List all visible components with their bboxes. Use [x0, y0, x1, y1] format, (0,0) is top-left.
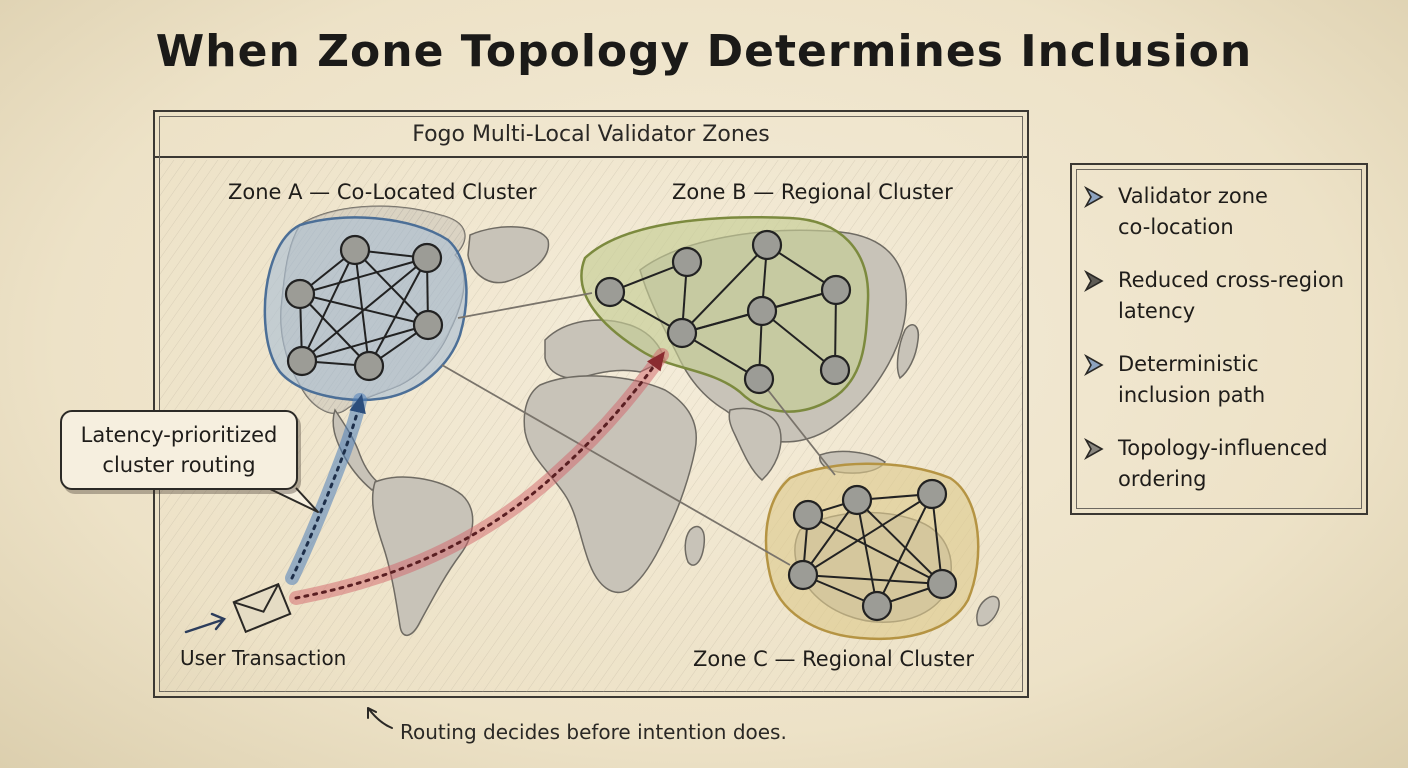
legend-item: Deterministic inclusion path: [1084, 349, 1364, 411]
zone-c-node: [926, 568, 958, 600]
zone-b-node: [743, 363, 775, 395]
zone-c-node: [916, 478, 948, 510]
zone-a-node: [353, 350, 385, 382]
zone-c-node: [841, 484, 873, 516]
zone-b-node: [819, 354, 851, 386]
zone-a-node: [412, 309, 444, 341]
legend-item-line-1: Topology-influenced: [1118, 436, 1328, 460]
zone-b-node: [820, 274, 852, 306]
zone-c-nodes: [787, 478, 958, 622]
legend-item-line-1: Reduced cross-region: [1118, 268, 1345, 292]
zone-c-node: [792, 499, 824, 531]
zone-b-label: Zone B — Regional Cluster: [672, 180, 953, 204]
triangle-bullet-icon: [1084, 353, 1104, 377]
zone-c-edges: [802, 493, 943, 607]
zone-b-node: [751, 229, 783, 261]
legend-item: Topology-influenced ordering: [1084, 433, 1364, 495]
zone-b-area: [580, 215, 870, 413]
triangle-bullet-icon: [1084, 269, 1104, 293]
africa-landmass: [523, 375, 697, 594]
footer-note: Routing decides before intention does.: [400, 720, 787, 744]
route-to-zone-b: [289, 348, 669, 605]
legend-item: Validator zone co-location: [1084, 181, 1364, 243]
callout-line-2: cluster routing: [102, 453, 256, 477]
footer-arrow-icon: [367, 707, 393, 729]
zone-c-label: Zone C — Regional Cluster: [693, 647, 974, 671]
legend-item-line-2: ordering: [1118, 467, 1207, 491]
new-zealand-landmass: [976, 595, 1000, 627]
greenland-landmass: [467, 226, 550, 284]
zone-a-nodes: [284, 234, 444, 382]
india-landmass: [728, 407, 782, 481]
zone-a-node: [411, 242, 443, 274]
legend-item: Reduced cross-region latency: [1084, 265, 1364, 327]
inter-zone-links: [441, 292, 836, 566]
page-title: When Zone Topology Determines Inclusion: [155, 26, 1253, 77]
legend-item-line-1: Deterministic: [1118, 352, 1259, 376]
zone-a-label: Zone A — Co-Located Cluster: [228, 180, 537, 204]
legend-item-line-2: inclusion path: [1118, 383, 1266, 407]
user-transaction-label: User Transaction: [180, 646, 347, 670]
zone-b-node: [594, 276, 626, 308]
triangle-bullet-icon: [1084, 185, 1104, 209]
route-to-zone-a: [285, 393, 367, 585]
madagascar-landmass: [684, 525, 706, 566]
legend-box: Validator zone co-location Reduced cross…: [1070, 163, 1368, 515]
zone-c-node: [787, 559, 819, 591]
legend-item-line-2: co-location: [1118, 215, 1234, 239]
japan-landmass: [896, 324, 920, 380]
link-b-c: [759, 379, 836, 476]
zone-a-node: [339, 234, 371, 266]
zone-a-node: [286, 345, 318, 377]
zone-c-node: [861, 590, 893, 622]
link-a-b: [457, 292, 593, 319]
envelope-icon: [232, 582, 292, 634]
zone-b-node: [671, 246, 703, 278]
arrow-icon: [184, 612, 227, 634]
zone-b-node: [746, 295, 778, 327]
triangle-bullet-icon: [1084, 437, 1104, 461]
legend-item-line-2: latency: [1118, 299, 1196, 323]
legend-item-line-1: Validator zone: [1118, 184, 1268, 208]
routing-callout: Latency-prioritized cluster routing: [60, 410, 298, 490]
callout-line-1: Latency-prioritized: [80, 423, 278, 447]
zone-a-node: [284, 278, 316, 310]
callout-tail: [267, 487, 319, 513]
zone-b-nodes: [594, 229, 852, 395]
zone-b-node: [666, 317, 698, 349]
link-a-c: [441, 364, 791, 566]
